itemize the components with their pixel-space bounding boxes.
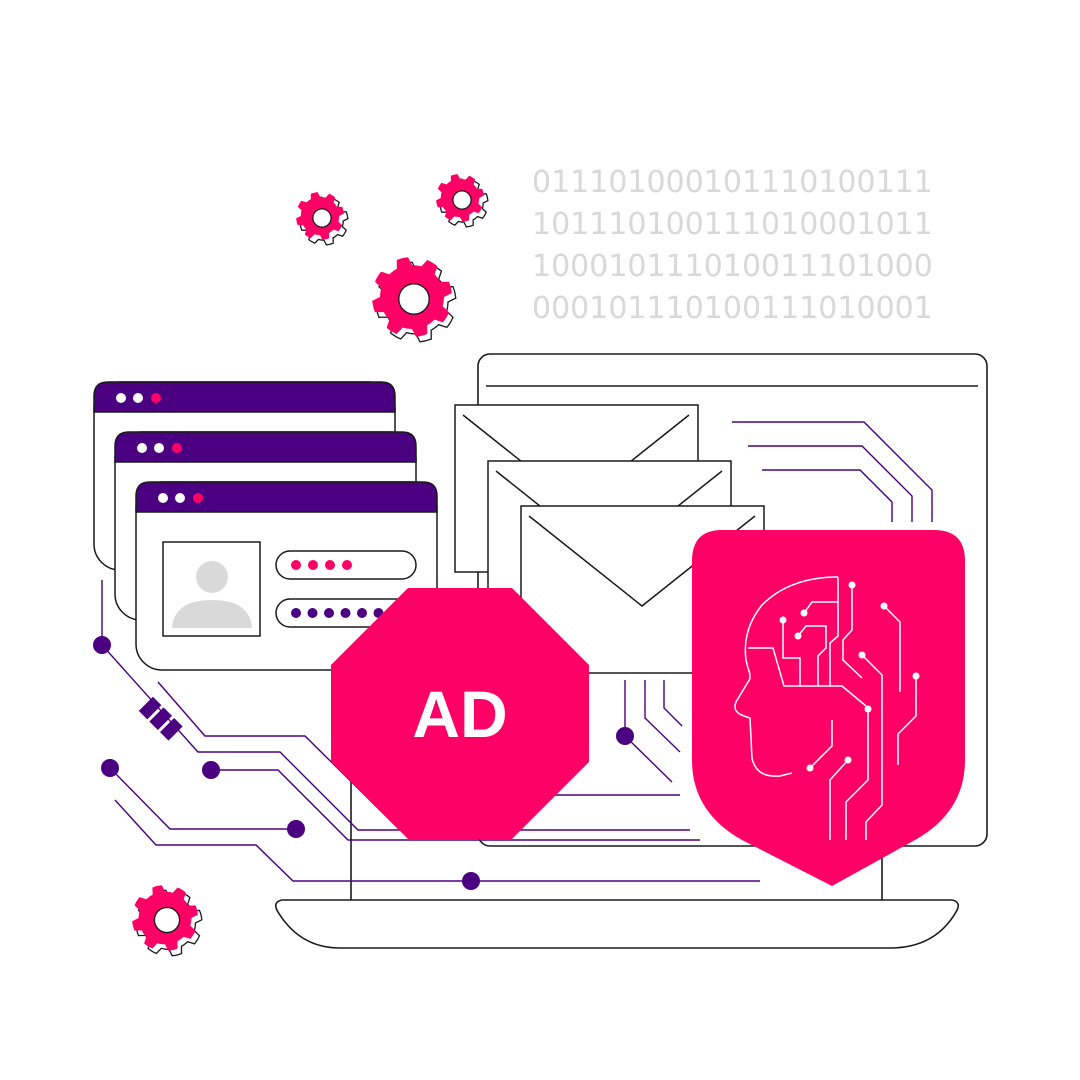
circuit-nodes	[93, 636, 634, 890]
octagon-stop-icon	[331, 588, 589, 839]
binary-row: 100010111010011101000	[532, 249, 933, 284]
gear-icon	[436, 174, 489, 228]
binary-text: 011101000101110100111 101110100111010001…	[532, 165, 933, 326]
circuit-lines	[101, 421, 933, 882]
gear-icon	[372, 257, 457, 343]
username-field[interactable]	[275, 550, 417, 580]
login-form	[162, 541, 417, 637]
browser-window-stack	[93, 381, 438, 671]
ai-head-circuit-icon	[734, 576, 917, 840]
binary-row: 101110100111010001011	[532, 207, 933, 242]
ad-stop-sign: AD	[331, 588, 589, 839]
ai-shield	[692, 530, 965, 886]
binary-row: 000101110100111010001	[532, 291, 933, 326]
user-avatar-icon	[162, 541, 261, 637]
ad-label: AD	[412, 677, 507, 751]
gear-icon	[132, 885, 203, 957]
binary-row: 011101000101110100111	[532, 165, 933, 200]
gears	[132, 174, 489, 957]
gear-icon	[296, 192, 349, 246]
